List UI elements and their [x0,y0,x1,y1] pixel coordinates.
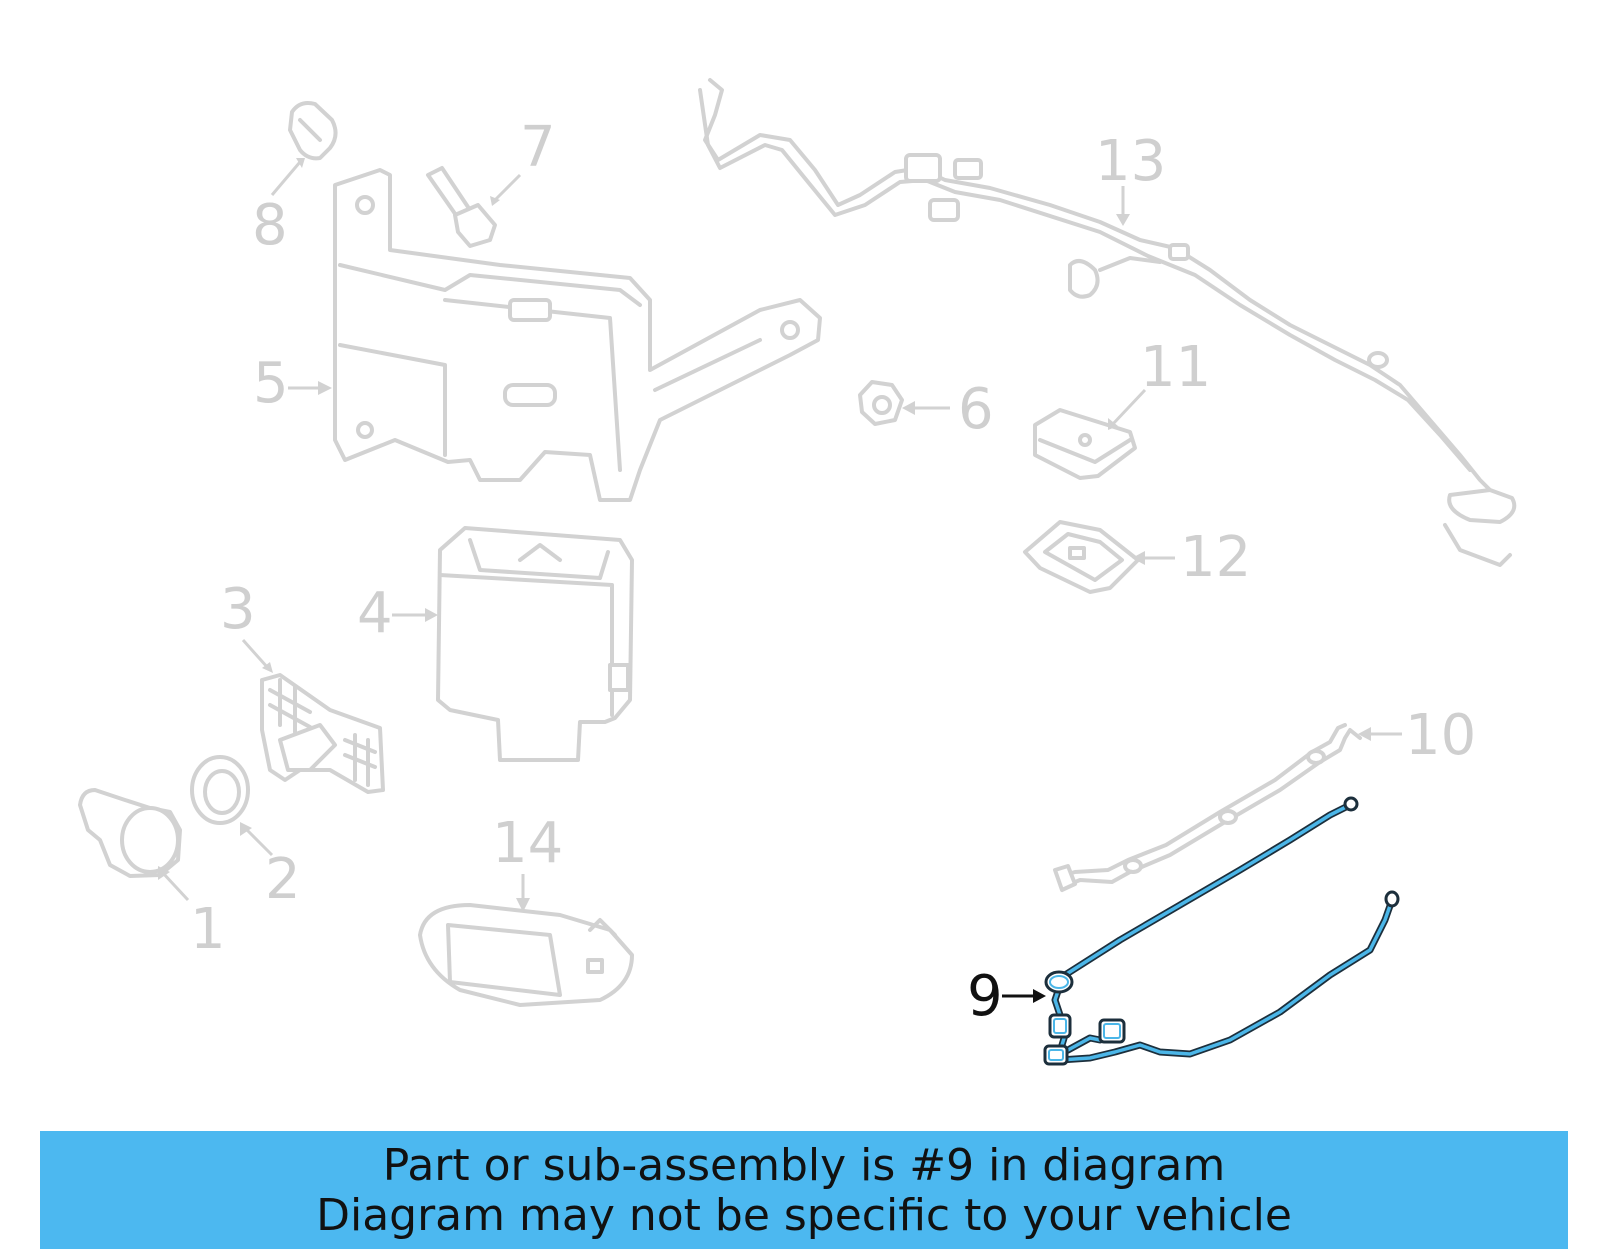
part-8-push-clip [288,101,338,161]
info-banner: Part or sub-assembly is #9 in diagram Di… [40,1131,1568,1249]
callout-13: 13 [1095,129,1166,226]
parts-diagram: 13 8 7 5 [78,78,1517,1066]
callout-3: 3 [220,577,273,673]
part-5-bracket [333,168,822,502]
callout-5: 5 [253,351,332,416]
callout-1: 1 [158,866,226,962]
svg-text:8: 8 [252,193,288,258]
part-3-sensor-bracket [260,673,385,794]
callout-9: 9 [967,964,1046,1029]
callout-8: 8 [252,158,305,258]
part-11-module [1033,408,1137,480]
part-9-harness-highlighted [1043,796,1400,1066]
svg-text:13: 13 [1095,129,1166,194]
svg-text:4: 4 [357,581,393,646]
svg-text:10: 10 [1405,703,1476,768]
svg-text:7: 7 [520,115,556,180]
svg-text:9: 9 [967,964,1003,1029]
part-2-ring [190,755,250,825]
part-10-small-harness [1053,723,1362,892]
part-13-wiring-harness [698,78,1517,567]
banner-line-part: Part or sub-assembly is #9 in diagram [382,1140,1226,1191]
callout-2: 2 [240,822,301,912]
callout-10: 10 [1358,703,1476,768]
callout-14: 14 [492,811,563,912]
callout-4: 4 [357,581,438,646]
part-1-sensor [78,788,182,878]
svg-text:12: 12 [1180,525,1251,590]
part-7-bolt [426,166,497,248]
svg-text:11: 11 [1140,335,1211,400]
svg-text:6: 6 [958,377,994,442]
part-14-camera-housing [418,903,634,1007]
svg-text:5: 5 [253,351,289,416]
banner-line-disclaimer: Diagram may not be specific to your vehi… [316,1190,1292,1241]
callout-7: 7 [490,115,556,206]
callout-12: 12 [1132,525,1251,590]
part-4-control-module [436,526,634,762]
callout-6: 6 [902,377,994,442]
svg-text:1: 1 [190,897,226,962]
svg-text:3: 3 [220,577,256,642]
callout-11: 11 [1108,335,1211,430]
part-12-cover [1023,520,1140,594]
part-6-nut [858,380,904,426]
svg-text:2: 2 [265,847,301,912]
svg-text:14: 14 [492,811,563,876]
